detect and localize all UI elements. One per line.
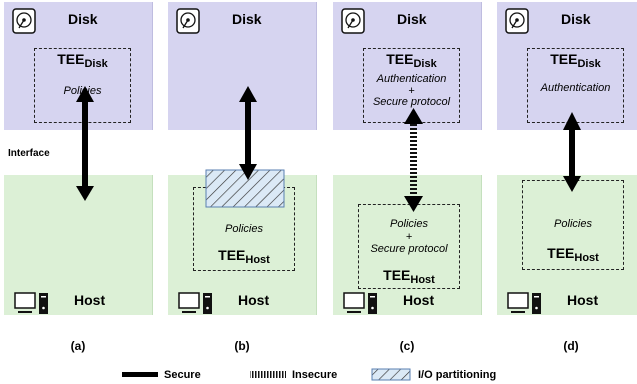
disk-box: Disk TEEDisk Authentication [497, 2, 637, 130]
host-tee-box: Policies + Secure protocol TEEHost [358, 204, 460, 289]
disk-tee-box: TEEDisk Authentication + Secure protocol [363, 48, 460, 123]
host-tee-text-1: Secure protocol [370, 243, 448, 255]
secure-arrow [563, 112, 581, 192]
panel-caption: (d) [563, 339, 579, 353]
tee-host-label: TEEHost [547, 245, 599, 264]
disk-tee-text-0: Authentication [376, 73, 447, 85]
panel-c: Disk TEEDisk Authentication + Secure pro… [333, 0, 482, 384]
host-tee-box: Policies TEEHost [193, 187, 295, 271]
panel-caption: (a) [70, 339, 86, 353]
host-title: Host [238, 292, 270, 308]
disk-title: Disk [68, 11, 98, 27]
legend-secure-swatch [122, 372, 158, 377]
disk-box: Disk TEEDisk Authentication + Secure pro… [333, 2, 482, 130]
legend-insecure-swatch [250, 371, 286, 378]
disk-title: Disk [232, 11, 262, 27]
secure-arrow [76, 86, 94, 201]
host-box: Host [4, 175, 153, 315]
computer-icon [343, 292, 377, 314]
computer-icon [507, 292, 541, 314]
host-tee-text-0: Policies [225, 223, 263, 235]
disk-box: Disk TEEDisk Policies [4, 2, 153, 130]
legend-secure-label: Secure [164, 369, 201, 381]
plus-sign: + [405, 231, 413, 243]
disk-box: Disk [168, 2, 317, 130]
disk-tee-text-0: Authentication [540, 82, 611, 94]
hard-disk-icon [505, 8, 529, 34]
legend-io-partition-swatch [371, 368, 411, 381]
panel-caption: (c) [399, 339, 415, 353]
host-title: Host [403, 292, 435, 308]
tee-disk-label: TEEDisk [550, 51, 601, 70]
interface-label: Interface [8, 148, 50, 159]
disk-title: Disk [397, 11, 427, 27]
tee-disk-label: TEEDisk [386, 51, 437, 70]
disk-title: Disk [561, 11, 591, 27]
disk-tee-box: TEEDisk Authentication [527, 48, 624, 123]
insecure-arrow [404, 108, 423, 212]
panel-d: Disk TEEDisk Authentication Policies TEE… [497, 0, 637, 384]
legend-insecure-label: Insecure [292, 369, 338, 381]
io-partition-and-arrow [205, 86, 285, 208]
hard-disk-icon [341, 8, 365, 34]
host-title: Host [74, 292, 106, 308]
tee-host-label: TEEHost [218, 247, 270, 266]
panel-a: Disk TEEDisk Policies Host (a) [4, 0, 153, 384]
hard-disk-icon [12, 8, 36, 34]
computer-icon [14, 292, 48, 314]
host-tee-text-0: Policies [390, 218, 428, 230]
panel-caption: (b) [234, 339, 250, 353]
tee-disk-label: TEEDisk [57, 51, 108, 70]
disk-tee-text-1: Secure protocol [372, 96, 451, 108]
tee-host-label: TEEHost [383, 267, 435, 286]
host-title: Host [567, 292, 599, 308]
legend-io-partition-label: I/O partitioning [418, 369, 497, 381]
computer-icon [178, 292, 212, 314]
host-tee-text-0: Policies [554, 218, 592, 230]
hard-disk-icon [176, 8, 200, 34]
panel-b: Disk Policies TEEHost Host (b) [168, 0, 317, 384]
plus-sign: + [408, 85, 415, 97]
